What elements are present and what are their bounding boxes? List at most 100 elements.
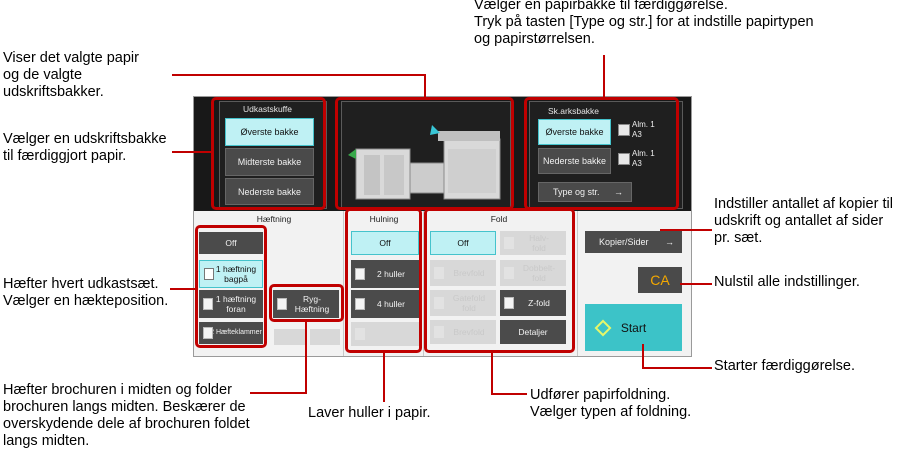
output-tray-middle-button[interactable]: Midterste bakke bbox=[225, 148, 314, 176]
note-start: Starter færdiggørelse. bbox=[714, 358, 856, 374]
punch-icon bbox=[355, 298, 365, 310]
leader-line bbox=[305, 321, 307, 393]
note-punch: Laver huller i papir. bbox=[308, 405, 431, 421]
copies-pages-button[interactable]: Kopier/Sider → bbox=[585, 231, 682, 253]
connector bbox=[409, 162, 445, 194]
highlight-saddle bbox=[269, 284, 344, 322]
finishing-panel: Udkastskuffe Øverste bakke Midterste bak… bbox=[193, 96, 692, 357]
machine-illustration bbox=[348, 125, 501, 200]
copier-top bbox=[438, 131, 500, 141]
fold-icon bbox=[434, 326, 444, 338]
punch-title: Hulning bbox=[369, 214, 399, 224]
staple-icon bbox=[204, 268, 214, 280]
paper-tray-title: Sk.arksbakke bbox=[548, 106, 600, 116]
paper-info-2-size: A3 bbox=[632, 159, 642, 168]
fold-half-button: Halv- fold bbox=[500, 231, 566, 255]
zfold-icon bbox=[504, 297, 514, 309]
leader-line bbox=[680, 283, 712, 285]
punch-icon bbox=[355, 268, 365, 280]
staple-off-button[interactable]: Off bbox=[199, 232, 263, 254]
booklet-icon bbox=[277, 298, 287, 310]
output-tray-top-button[interactable]: Øverste bakke bbox=[225, 118, 314, 146]
start-button[interactable]: Start bbox=[585, 304, 682, 351]
disabled-button bbox=[351, 322, 419, 346]
copies-pages-label: Kopier/Sider bbox=[599, 237, 649, 247]
punch-off-button[interactable]: Off bbox=[351, 231, 419, 255]
note-ca: Nulstil alle indstillinger. bbox=[714, 274, 860, 290]
leader-line bbox=[642, 344, 644, 368]
output-tray-bottom-button[interactable]: Nederste bakke bbox=[225, 178, 314, 205]
leader-line bbox=[491, 352, 493, 394]
output-tray-title: Udkastskuffe bbox=[243, 104, 292, 114]
finisher-unit-left-panel bbox=[364, 155, 380, 195]
fold-z-label: Z-fold bbox=[528, 298, 550, 308]
leader-line bbox=[424, 74, 426, 97]
staple-two-label: 2 Hæfteklammer bbox=[210, 329, 262, 336]
fold-doublefold-button: Dobbelt- fold bbox=[500, 260, 566, 286]
staple-one-front-label: 1 hæftning foran bbox=[215, 294, 257, 314]
fold-brevfold-label: Brevfold bbox=[453, 327, 485, 337]
fold-brevfold-button: Brevfold bbox=[430, 320, 496, 344]
punch-four-holes-label: 4 huller bbox=[377, 299, 405, 309]
leader-line bbox=[642, 367, 712, 369]
staple-one-front-button[interactable]: 1 hæftning foran bbox=[199, 290, 263, 318]
leader-line bbox=[660, 229, 712, 231]
type-size-button[interactable]: Type og str. → bbox=[538, 182, 632, 202]
fold-letter-button: Brevfold bbox=[430, 260, 496, 286]
highlight-paper-tray bbox=[524, 97, 679, 210]
fold-gatefold-button: Gatefold fold bbox=[430, 290, 496, 316]
tray-arrow-icon bbox=[430, 125, 440, 135]
arrow-right-icon: → bbox=[614, 187, 623, 197]
highlight-display bbox=[335, 97, 514, 210]
output-tray-marker-icon bbox=[348, 149, 356, 159]
highlight-stapling bbox=[195, 225, 267, 348]
note-fold: Udfører papirfoldning. Vælger typen af f… bbox=[530, 387, 692, 420]
fold-title: Fold bbox=[490, 214, 508, 224]
separator bbox=[423, 211, 424, 356]
fold-icon bbox=[434, 267, 444, 279]
fold-gatefold-label: Gatefold fold bbox=[452, 293, 486, 313]
fold-z-button[interactable]: Z-fold bbox=[500, 290, 566, 316]
fold-doublefold-label: Dobbelt- fold bbox=[522, 263, 556, 283]
leader-line bbox=[383, 352, 385, 402]
ca-button[interactable]: CA bbox=[638, 267, 682, 293]
note-saddle: Hæfter brochuren i midten og folder broc… bbox=[3, 382, 250, 449]
punch-two-holes-label: 2 huller bbox=[377, 269, 405, 279]
leader-line bbox=[172, 151, 212, 153]
finisher-unit-left-panel2 bbox=[384, 155, 404, 195]
punch-four-holes-button[interactable]: 4 huller bbox=[351, 290, 419, 318]
staple-one-back-button[interactable]: 1 hæftning bagpå bbox=[199, 260, 263, 288]
punch-two-holes-button[interactable]: 2 huller bbox=[351, 260, 419, 288]
saddle-stitch-label: Ryg- Hæftning bbox=[294, 294, 330, 314]
note-staple: Hæfter hvert udkastsæt. Vælger en hæktep… bbox=[3, 276, 169, 309]
fold-letter-label: Brevfold bbox=[453, 268, 485, 278]
leader-line bbox=[491, 393, 527, 395]
saddle-stitch-button[interactable]: Ryg- Hæftning bbox=[273, 290, 339, 318]
staple-two-button[interactable]: 2 Hæfteklammer bbox=[199, 322, 263, 344]
highlight-fold bbox=[424, 208, 575, 353]
separator bbox=[343, 211, 344, 356]
paper-info-2-type: Alm. 1 bbox=[632, 149, 655, 158]
type-size-label: Type og str. bbox=[553, 187, 600, 197]
copier-drawer bbox=[448, 149, 496, 193]
arrow-right-icon: → bbox=[665, 237, 674, 247]
paper-info-1-size: A3 bbox=[632, 130, 642, 139]
top-bar: Udkastskuffe Øverste bakke Midterste bak… bbox=[194, 97, 691, 211]
paper-tray-top-button[interactable]: Øverste bakke bbox=[538, 119, 611, 145]
paper-info-1-type: Alm. 1 bbox=[632, 120, 655, 129]
note-display: Viser det valgte papir og de valgte udsk… bbox=[3, 50, 139, 100]
paper-tray-bottom-button[interactable]: Nederste bakke bbox=[538, 148, 611, 174]
staple-one-back-label: 1 hæftning bagpå bbox=[215, 264, 257, 284]
fold-details-button[interactable]: Detaljer bbox=[500, 320, 566, 344]
stapling-title: Hæftning bbox=[256, 214, 292, 224]
fold-off-button[interactable]: Off bbox=[430, 231, 496, 255]
punch-icon bbox=[355, 328, 365, 340]
leader-line bbox=[170, 288, 196, 290]
paper-icon bbox=[618, 153, 630, 165]
staple-icon bbox=[203, 298, 213, 310]
paper-icon bbox=[618, 124, 630, 136]
start-diamond-icon bbox=[594, 319, 612, 336]
leader-line bbox=[250, 392, 307, 394]
note-paper-tray: Vælger en papirbakke til færdiggørelse. … bbox=[474, 0, 814, 47]
start-label: Start bbox=[620, 320, 647, 335]
